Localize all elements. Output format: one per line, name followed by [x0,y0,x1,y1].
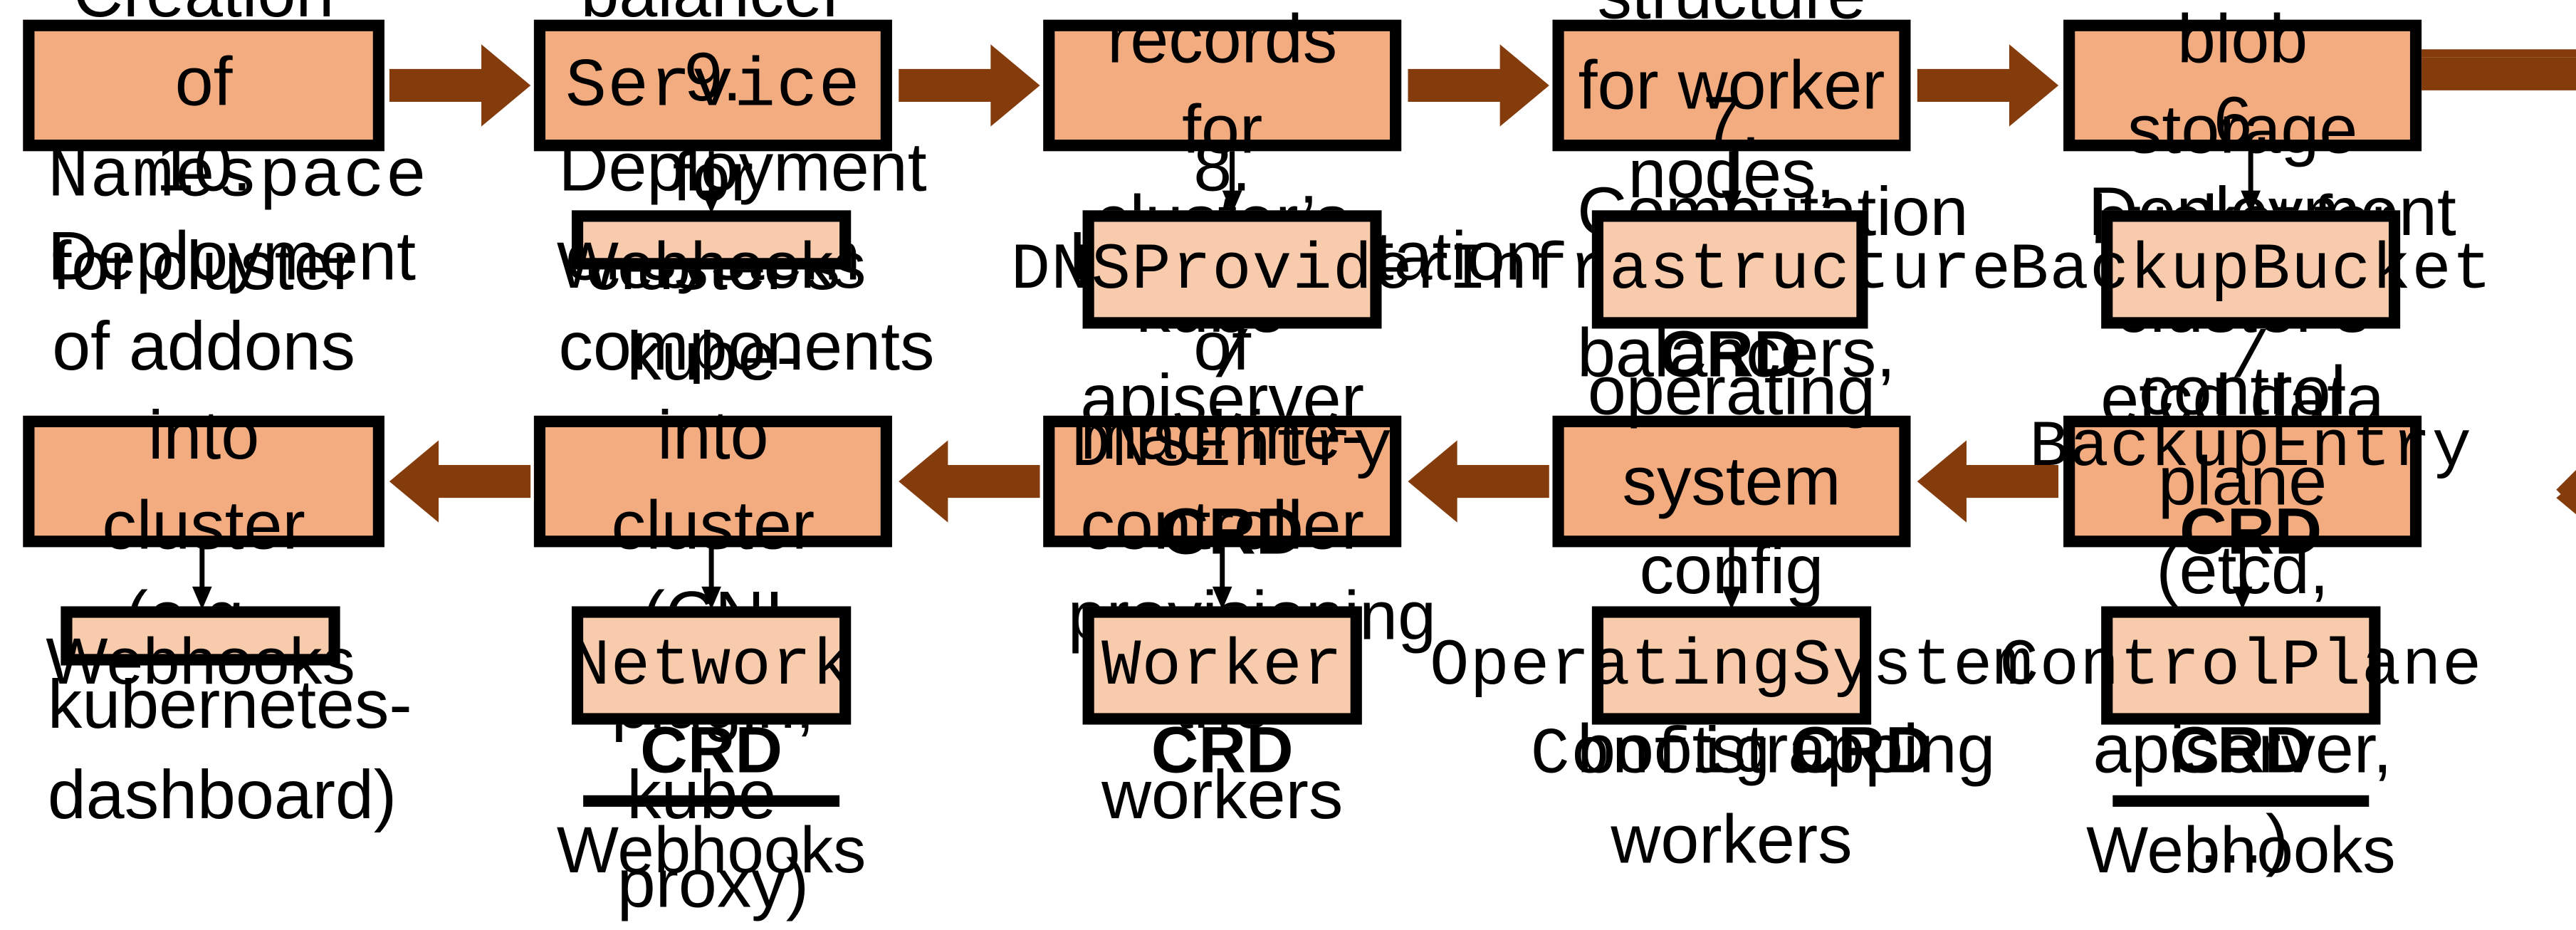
artifact-box-webhooks-10[interactable]: Webhooks [46,606,355,699]
artifact-cell: DNSProvider /DNSEntry CRD [1011,221,1453,576]
flow-arrow-9-to-10 [389,440,531,523]
artifact-cell: Webhooks [2086,795,2396,896]
connector-6-to-controlplane-crd [2228,547,2258,610]
step-box-7[interactable]: 7. Computation ofoperating system config… [1552,83,1995,877]
connector-9-to-network-crd [696,547,726,610]
artifact-cell: ControlPlane CRD [1999,618,2481,795]
artifact-9-cell-1-label: Webhooks [556,815,866,887]
flow-arrow-5-to-6 [2420,49,2576,523]
artifact-6-cell-1-label: Webhooks [2086,815,2396,887]
artifact-10-cell-0-label: Webhooks [46,626,355,699]
connector-7-to-osc-crd [1717,547,1747,610]
flow-arrow-6-to-7 [1917,440,2059,523]
flow-arrow-7-to-8 [1408,440,1549,523]
flow-arrow-8-to-9 [899,440,1040,523]
connector-5-to-backup-crd [2236,151,2266,214]
flow-arrow-2-to-3 [899,44,1040,127]
artifact-cell: Network CRD [570,618,852,795]
artifact-2-cell-0-label: Webhooks [556,230,866,303]
artifact-3-cell-0-label: DNSProvider /DNSEntry CRD [1010,234,1454,569]
connector-3-to-dns-crd [1218,151,1247,214]
artifact-cell: Webhooks [46,618,355,707]
flow-arrow-3-to-4 [1408,44,1549,127]
artifact-box-backup-crd[interactable]: BackupBucket /BackupEntry CRD [2009,210,2491,568]
artifact-cell: BackupBucket /BackupEntry CRD [2009,221,2491,576]
flow-arrow-1-to-2 [389,44,531,127]
artifact-5-cell-0-label: BackupBucket /BackupEntry CRD [2009,234,2493,569]
connector-2-to-webhooks [696,151,726,214]
artifact-cell: Webhooks [557,795,866,896]
artifact-cell: Webhooks [557,221,866,310]
artifact-9-cell-0-label: Network CRD [570,631,852,788]
connector-4-to-infrastructure-crd [1717,151,1747,214]
artifact-box-network-crd[interactable]: Network CRD Webhooks [557,606,866,887]
step-box-9[interactable]: 9. Deployment of systemcomponents into c… [533,38,934,922]
artifact-box-webhooks-2[interactable]: Webhooks [557,210,866,303]
artifact-box-dns-crd[interactable]: DNSProvider /DNSEntry CRD [1011,210,1452,568]
artifact-box-controlplane-crd[interactable]: ControlPlane CRD Webhooks [1999,606,2481,887]
connector-8-to-worker-crd [1208,547,1237,610]
flow-arrow-4-to-5 [1917,44,2059,127]
artifact-6-cell-0-label: ControlPlane CRD [1999,631,2483,788]
connector-10-to-webhooks [187,547,217,610]
